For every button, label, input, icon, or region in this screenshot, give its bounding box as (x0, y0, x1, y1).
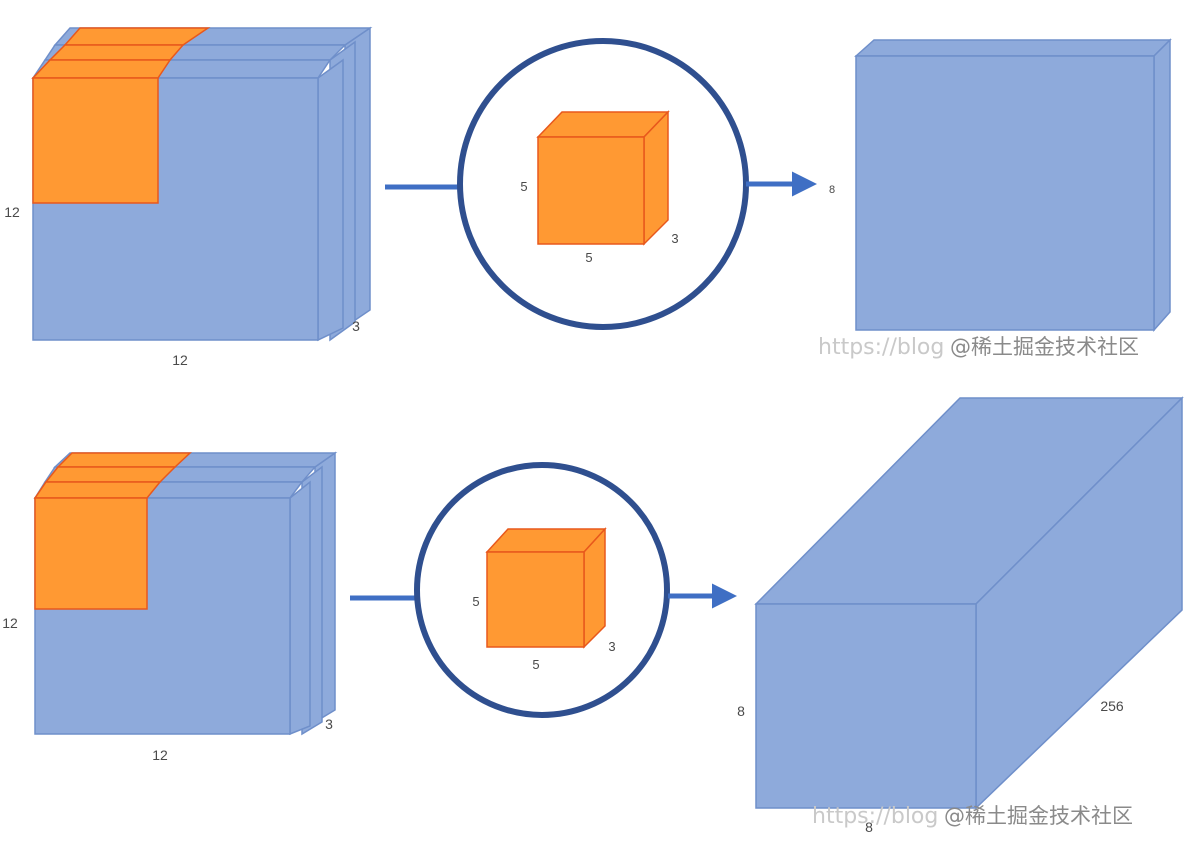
row1-receptive-top-2 (48, 44, 185, 61)
row1-receptive-top-1 (31, 59, 172, 79)
row2-receptive-field (33, 452, 192, 610)
row2-receptive-top-3 (56, 452, 192, 468)
row2-input-side-face (289, 480, 311, 736)
row1-receptive-front (32, 77, 159, 204)
row1-kernel-front (537, 136, 645, 245)
row1-input-side-face (317, 58, 344, 342)
row1-output-map (854, 38, 1172, 332)
row1-input-height-label: 12 (4, 204, 20, 220)
row1-kernel-height-label: 5 (520, 179, 527, 194)
row1-output-side (1153, 38, 1171, 332)
row2-output-height-label: 8 (737, 703, 745, 719)
row1-output-height-label: 8 (829, 184, 835, 196)
row1-watermark-url: https://blog (818, 335, 944, 360)
row1-kernel-depth-label: 3 (671, 231, 678, 246)
row2-receptive-top-1 (33, 481, 162, 499)
row1-input-width-label: 12 (172, 352, 188, 368)
row2-kernel-cube (485, 527, 607, 649)
row2-watermark-site: @稀土掘金技术社区 (944, 804, 1133, 828)
row1-kernel-width-label: 5 (585, 250, 592, 265)
row2-output-front (755, 603, 977, 809)
row1-output-front (855, 55, 1155, 331)
row2-receptive-front (34, 497, 148, 610)
row2-watermark-url: https://blog (812, 804, 938, 829)
row1-receptive-top-3 (63, 27, 211, 46)
row2-kernel-width-label: 5 (532, 657, 539, 672)
row2-kernel-height-label: 5 (472, 594, 479, 609)
row2-watermark: https://blog @稀土掘金技术社区 (812, 804, 1133, 829)
row2-output-volume (754, 396, 1184, 810)
row2-input-depth-label: 3 (325, 716, 333, 732)
row1-kernel-cube (536, 110, 670, 246)
row1-output-top (854, 39, 1172, 57)
row2-kernel-front (486, 551, 585, 648)
row1-watermark-site: @稀土掘金技术社区 (950, 335, 1139, 359)
row1-watermark: https://blog @稀土掘金技术社区 (818, 335, 1139, 360)
row2-output-width-label: 8 (865, 819, 873, 835)
row2-input-width-label: 12 (152, 747, 168, 763)
row2-kernel-depth-label: 3 (608, 639, 615, 654)
row2-output-depth-label: 256 (1100, 698, 1124, 714)
row1-receptive-field (31, 27, 211, 204)
row2-receptive-top-2 (44, 466, 177, 483)
row2-input-height-label: 12 (2, 615, 18, 631)
row2-kernel-ring (414, 462, 670, 718)
row1-input-depth-label: 3 (352, 318, 360, 334)
